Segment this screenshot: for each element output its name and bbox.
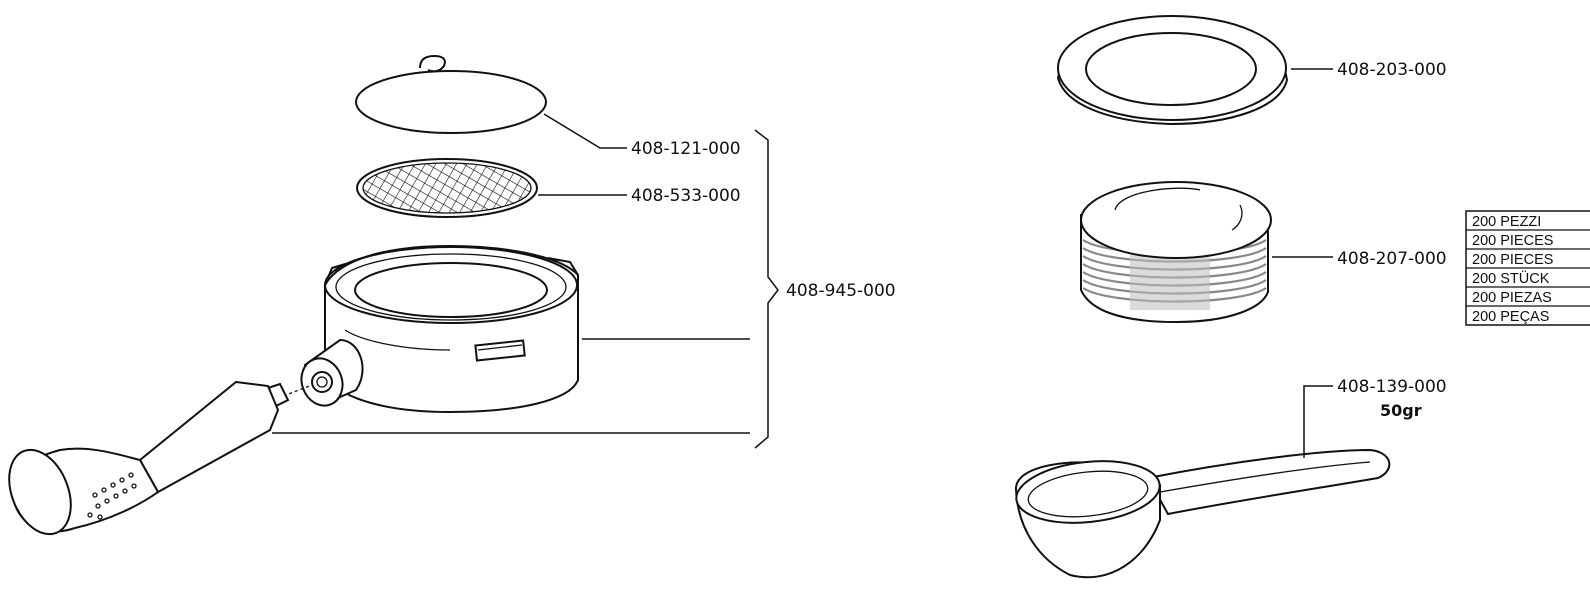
portafilter-handle (8, 380, 290, 536)
quantity-row: 200 STÜCK (1472, 269, 1550, 287)
quantity-row: 200 PEZZI (1472, 214, 1541, 230)
spring-part-number: 408-121-000 (631, 139, 741, 159)
paper-filter-stack (1080, 181, 1272, 324)
measuring-scoop (1014, 448, 1391, 579)
gasket (1056, 15, 1289, 126)
quantity-row: 200 PIECES (1472, 252, 1553, 268)
quantity-table: 200 PEZZI 200 PIECES 200 PIECES 200 STÜC… (1465, 210, 1590, 326)
scoop-capacity: 50gr (1380, 401, 1422, 420)
paper-filter-part-number: 408-207-000 (1337, 249, 1447, 269)
assembly-bracket (754, 129, 779, 449)
quantity-row: 200 PIEZAS (1472, 290, 1552, 306)
spring-leader-line (543, 113, 627, 149)
filter-screen (356, 158, 538, 218)
assembly-part-number: 408-945-000 (786, 281, 896, 301)
handle-boss (300, 338, 364, 407)
spring-ring (355, 54, 547, 134)
gasket-part-number: 408-203-000 (1337, 60, 1447, 80)
quantity-row: 200 PEÇAS (1472, 309, 1549, 325)
quantity-row: 200 PIECES (1472, 233, 1553, 249)
portafilter-body (324, 244, 579, 414)
scoop-leader-line (1303, 385, 1333, 458)
scoop-part-number: 408-139-000 (1337, 377, 1447, 397)
grip-dots (87, 472, 137, 520)
filter-screen-part-number: 408-533-000 (631, 186, 741, 206)
